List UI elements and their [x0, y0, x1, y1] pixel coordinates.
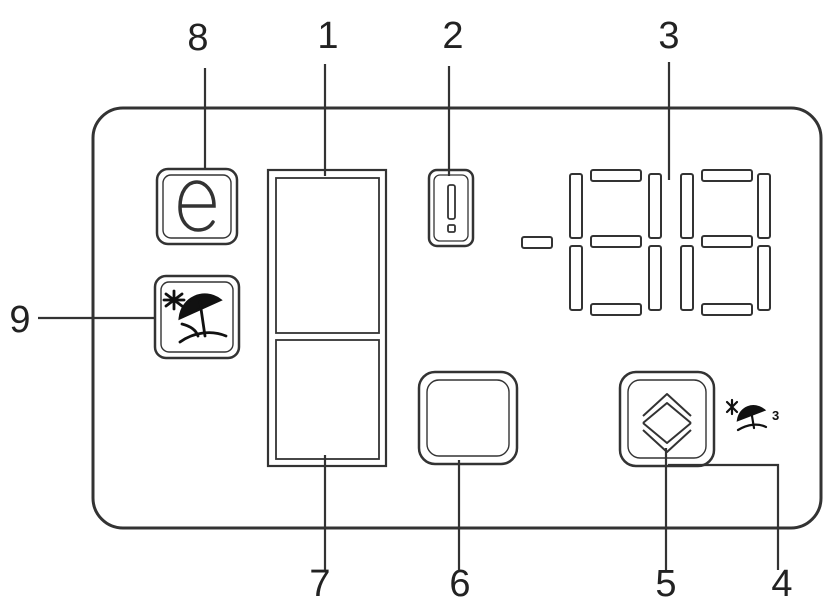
minus-segment: [521, 236, 553, 249]
plain-button[interactable]: [417, 370, 519, 466]
callout-7: 7: [309, 563, 330, 604]
callout-4: 4: [771, 563, 792, 604]
window-lower: [275, 339, 380, 460]
holiday-3-icon: 3: [725, 398, 779, 432]
callout-2: 2: [442, 15, 463, 57]
exclamation-alarm-icon: [447, 184, 456, 233]
leader-4: [668, 463, 780, 570]
seven-segment-display: [521, 169, 771, 316]
alarm-indicator: [427, 168, 475, 248]
callout-6: 6: [449, 563, 470, 604]
leader-lines: [38, 62, 780, 570]
window-frame-outer: [266, 168, 388, 468]
up-down-arrow-icon: [642, 393, 692, 453]
holiday-3-badge: 3: [772, 408, 779, 423]
holiday-button[interactable]: [153, 274, 241, 360]
callout-3: 3: [658, 15, 679, 57]
digit-2: [680, 169, 771, 316]
up-down-button[interactable]: [618, 370, 716, 468]
digit-1: [569, 169, 662, 316]
window-upper: [275, 177, 380, 334]
central-window-display: [266, 168, 388, 468]
holiday-umbrella-icon: [162, 289, 228, 344]
e-eco-icon: [178, 180, 216, 232]
callout-8: 8: [187, 17, 208, 59]
callout-1: 1: [317, 15, 338, 57]
callout-9: 9: [9, 299, 30, 341]
callout-5: 5: [655, 563, 676, 604]
eco-button[interactable]: [155, 167, 239, 246]
